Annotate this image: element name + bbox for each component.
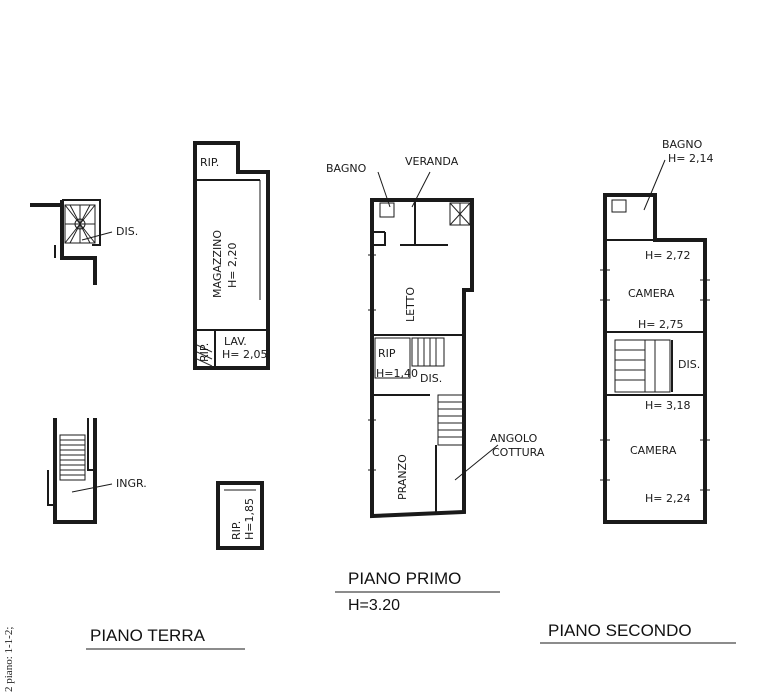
secondo-plan — [600, 159, 710, 524]
primo-title: PIANO PRIMO — [348, 569, 461, 588]
primo-height: H=3.20 — [348, 597, 400, 614]
terra-title: PIANO TERRA — [90, 626, 206, 645]
angolo-cottura-leader — [454, 444, 499, 481]
margin-note: 2 piano: 1-1-2; — [3, 627, 15, 692]
secondo-label-camera-top-height: H= 2,72 — [645, 249, 690, 262]
terra-magazzino-block — [193, 141, 270, 370]
primo-label-bagno: BAGNO — [326, 162, 367, 175]
primo-label-cottura: COTTURA — [492, 446, 545, 459]
primo-label-letto: LETTO — [404, 287, 417, 322]
terra-label-rip-box: RIP. — [230, 521, 243, 540]
bagno-leader — [377, 171, 391, 208]
terra-label-ingr: INGR. — [116, 477, 147, 490]
ingr-leader-line — [71, 483, 113, 493]
terra-ingresso-block — [47, 418, 113, 524]
primo-label-rip-height: H=1,40 — [376, 367, 418, 380]
terra-label-magazzino: MAGAZZINO — [211, 230, 224, 298]
secondo-label-camera-bottom: CAMERA — [630, 444, 677, 457]
primo-label-angolo: ANGOLO — [490, 432, 538, 445]
primo-label-veranda: VERANDA — [405, 155, 459, 168]
secondo-label-camera-bottom-height: H= 3,18 — [645, 399, 690, 412]
terra-stair-fragment — [30, 199, 113, 285]
primo-label-pranzo: PRANZO — [396, 454, 409, 500]
terra-label-rip-top: RIP. — [200, 156, 219, 169]
secondo-label-camera-top-height2: H= 2,75 — [638, 318, 683, 331]
primo-label-dis: DIS. — [420, 372, 442, 385]
secondo-title: PIANO SECONDO — [548, 621, 692, 640]
primo-plan — [368, 171, 499, 519]
terra-label-magazzino-height: H= 2,20 — [226, 243, 239, 288]
terra-rip-box — [216, 481, 264, 550]
terra-label-dis: DIS. — [116, 225, 138, 238]
veranda-leader — [411, 171, 431, 208]
primo-label-rip: RIP — [378, 347, 396, 360]
secondo-label-dis: DIS. — [678, 358, 700, 371]
secondo-label-bagno-height: H= 2,14 — [668, 152, 713, 165]
terra-label-rip-box-height: H=1,85 — [243, 498, 256, 540]
terra-label-rip-side: RIP. — [198, 343, 211, 362]
terra-label-lav: LAV. — [224, 335, 247, 348]
dis-leader-line — [81, 231, 113, 241]
terra-label-lav-height: H= 2,05 — [222, 348, 267, 361]
bagno-secondo-leader — [643, 159, 666, 211]
secondo-label-camera-top: CAMERA — [628, 287, 675, 300]
secondo-label-camera-bottom-height2: H= 2,24 — [645, 492, 690, 505]
secondo-label-bagno: BAGNO — [662, 138, 703, 151]
